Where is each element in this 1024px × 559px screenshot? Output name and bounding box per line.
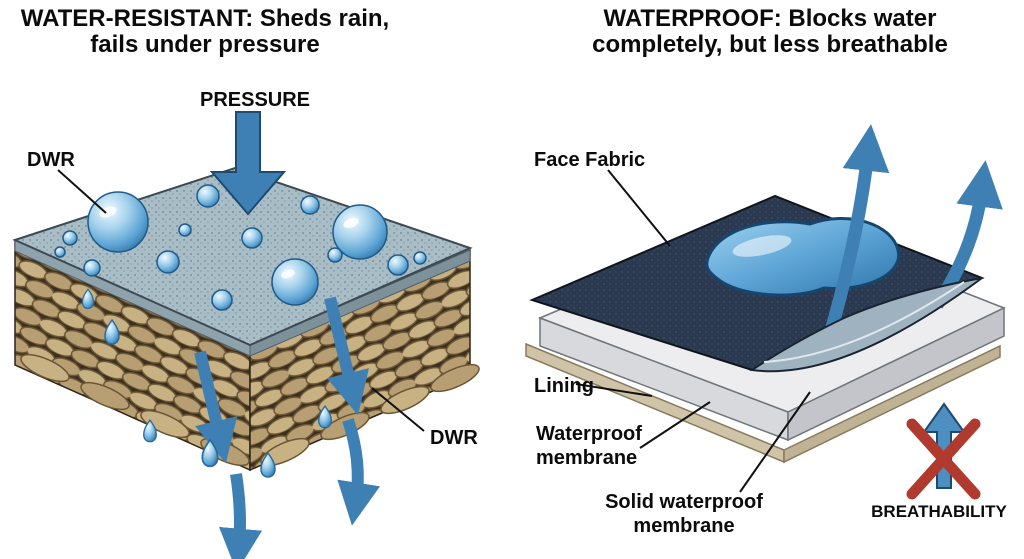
face-fabric-leader-line — [607, 169, 671, 247]
red-x-icon — [906, 418, 981, 500]
waterproof-illustration: WATERPROOF: Blocks water completely, but… — [525, 5, 1007, 537]
lining-leader-line — [575, 383, 653, 397]
right-title-line2: completely, but less breathable — [592, 31, 948, 58]
dwr-left-leader-line — [57, 169, 107, 214]
solid-membrane-label-line1: Solid waterproof — [605, 491, 763, 513]
lining-label: Lining — [534, 375, 594, 397]
water-resistant-illustration: WATER-RESISTANT: Sheds rain, fails under… — [12, 5, 480, 559]
fabric-peel-curl — [749, 277, 983, 373]
breathability-blocked-symbol — [906, 402, 981, 500]
dwr-label-right: DWR — [430, 427, 478, 449]
solid-membrane-leader-line — [739, 391, 811, 493]
breathability-label: BREATHABILITY — [871, 502, 1007, 521]
left-title-line2: fails under pressure — [90, 31, 319, 58]
lining-layer — [525, 342, 1001, 464]
dwr-label-left: DWR — [27, 149, 75, 171]
left-title-line1: WATER-RESISTANT: Sheds rain, — [21, 5, 389, 32]
water-puddle — [705, 216, 901, 297]
water-through-arrows — [194, 296, 381, 559]
solid-membrane-label-line2: membrane — [633, 515, 734, 537]
right-title-line1: WATERPROOF: Blocks water — [604, 5, 937, 32]
panel-waterproof: WATERPROOF: Blocks water completely, but… — [512, 0, 1024, 559]
pressure-arrow — [209, 111, 287, 216]
water-droplets — [54, 184, 427, 311]
pressure-label: PRESSURE — [200, 89, 310, 111]
membrane-label-line1: Waterproof — [536, 423, 642, 445]
panel-water-resistant: WATER-RESISTANT: Sheds rain, fails under… — [12, 5, 480, 559]
face-fabric-label: Face Fabric — [534, 149, 645, 171]
dwr-right-leader-line — [371, 387, 425, 432]
membrane-label-line2: membrane — [536, 447, 637, 469]
water-drips — [81, 288, 332, 478]
membrane-leader-line — [639, 401, 711, 449]
